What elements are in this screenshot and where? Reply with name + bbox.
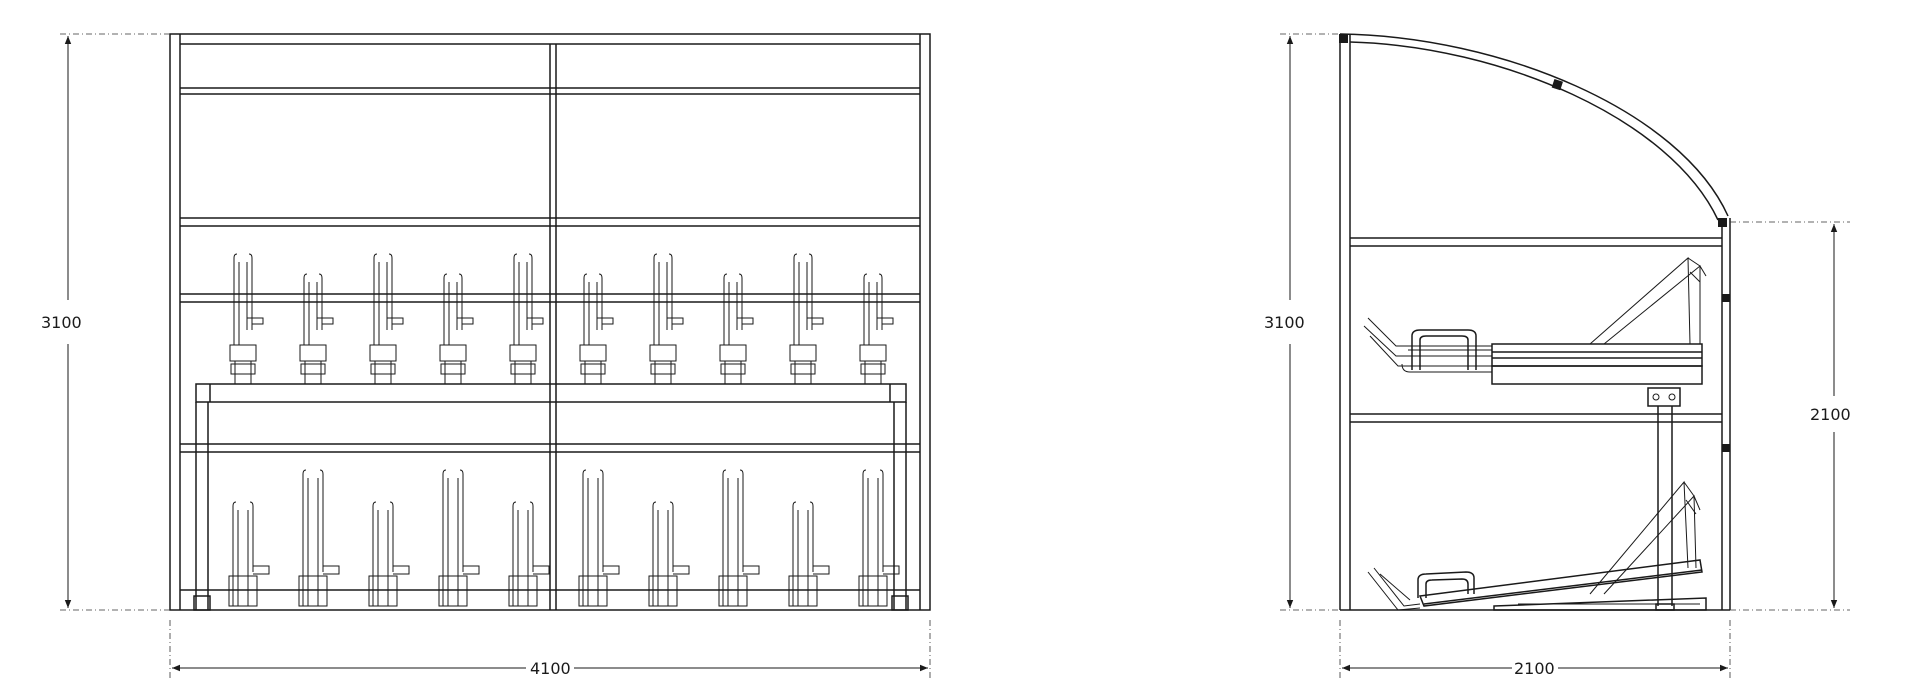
- lower-bike-stand: [788, 501, 830, 607]
- side-lower-tier: [1367, 480, 1707, 611]
- side-view: 3100 2100 2100: [1264, 33, 1851, 678]
- side-shelter-frame: [1339, 33, 1731, 611]
- upper-bike-stand: [579, 273, 614, 384]
- lower-stands: [228, 469, 900, 607]
- front-height-label: 3100: [41, 313, 82, 332]
- lower-bike-stand: [648, 501, 690, 607]
- front-shelter-frame: [169, 33, 931, 611]
- side-height-label: 3100: [1264, 313, 1305, 332]
- upper-bike-stand: [229, 253, 264, 384]
- front-width-dimension: 4100: [169, 620, 931, 678]
- front-width-label: 4100: [530, 659, 571, 678]
- upper-bike-stand: [369, 253, 404, 384]
- upper-stands: [229, 253, 894, 384]
- lower-bike-stand: [438, 469, 480, 607]
- upper-rack-beam: [193, 383, 909, 611]
- upper-bike-stand: [859, 273, 894, 384]
- lower-bike-stand: [718, 469, 760, 607]
- upper-bike-stand: [299, 273, 334, 384]
- side-depth-label: 2100: [1514, 659, 1555, 678]
- side-upper-tier: [1363, 256, 1707, 611]
- upper-bike-stand: [789, 253, 824, 384]
- side-rear-height-label: 2100: [1810, 405, 1851, 424]
- upper-bike-stand: [509, 253, 544, 384]
- upper-bike-stand: [439, 273, 474, 384]
- side-depth-dimension: 2100: [1339, 620, 1731, 678]
- lower-bike-stand: [508, 501, 550, 607]
- lower-bike-stand: [298, 469, 340, 607]
- lower-bike-stand: [228, 501, 270, 607]
- lower-bike-stand: [578, 469, 620, 607]
- side-height-dimension: 3100: [1264, 33, 1340, 611]
- front-height-dimension: 3100: [41, 33, 170, 611]
- upper-bike-stand: [719, 273, 754, 384]
- side-rear-height-dimension: 2100: [1730, 221, 1851, 611]
- front-view: 3100 4100: [41, 33, 931, 678]
- lower-bike-stand: [368, 501, 410, 607]
- lower-bike-stand: [858, 469, 900, 607]
- upper-bike-stand: [649, 253, 684, 384]
